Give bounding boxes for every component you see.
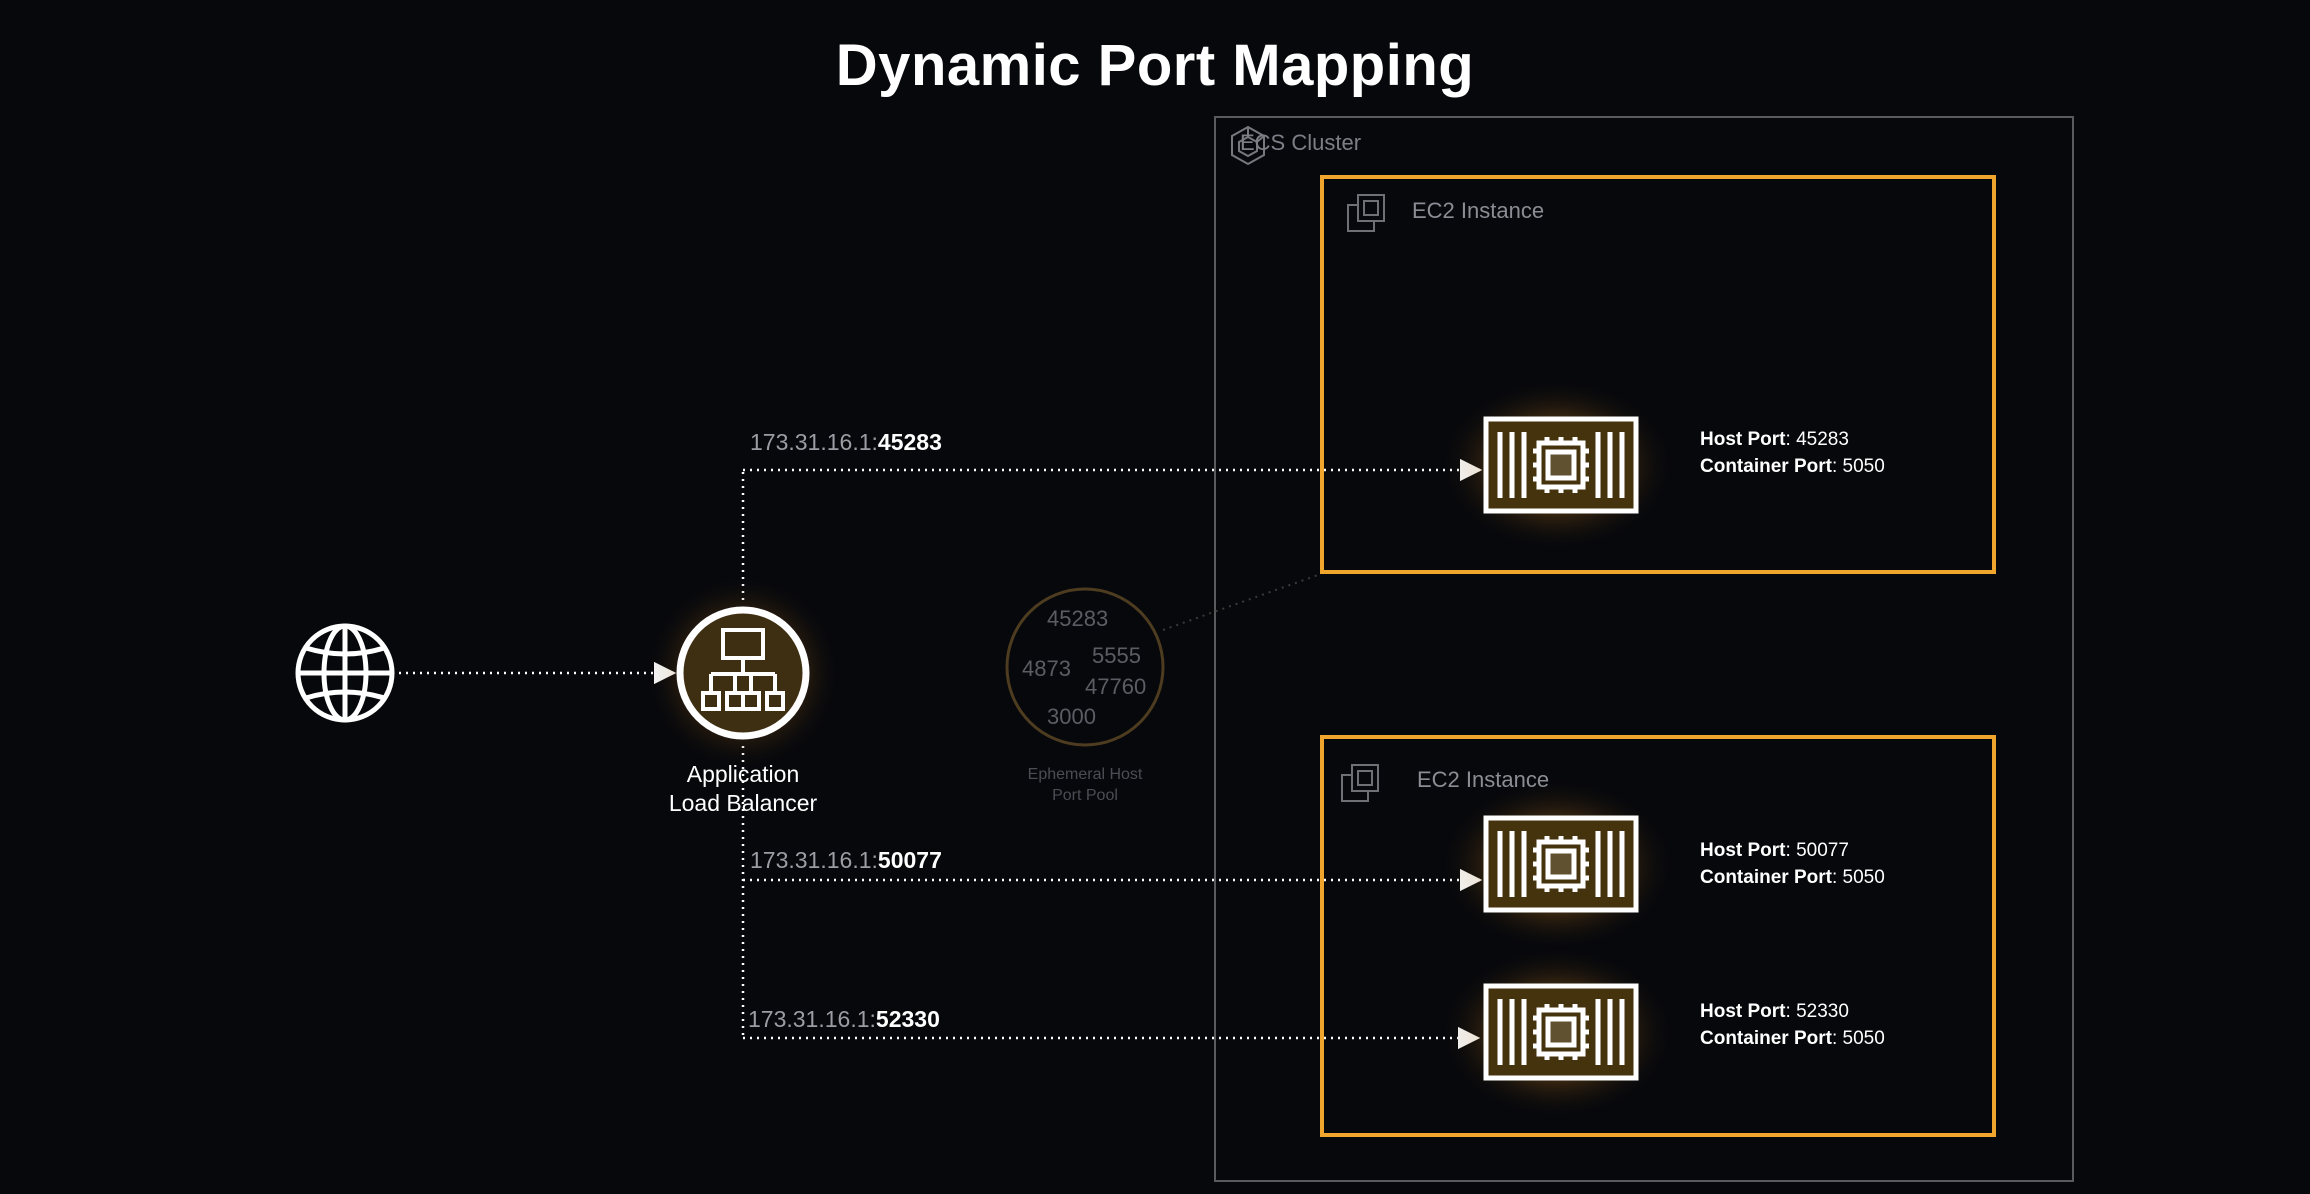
load-balancer-label-line1: Application: [686, 761, 800, 787]
load-balancer-label: Application Load Balancer: [600, 760, 886, 818]
pool-port: 47760: [1085, 674, 1147, 699]
pool-port: 45283: [1047, 606, 1109, 631]
ec2-instance-label: EC2 Instance: [1412, 198, 1545, 223]
container-icon: [1483, 815, 1639, 913]
container-port-label: Container Port: [1700, 1028, 1832, 1049]
container-icon: [1483, 416, 1639, 514]
host-port-label: Host Port: [1700, 429, 1786, 450]
route-ip: 173.31.16.1:: [750, 847, 878, 873]
diagram-title: Dynamic Port Mapping: [835, 33, 1475, 98]
ecs-cluster-label: ECS Cluster: [1240, 130, 1362, 155]
container-port-info: Host Port: 45283 Container Port: 5050: [1700, 426, 1885, 480]
port-pool-label-line2: Port Pool: [1052, 787, 1118, 804]
host-port-label: Host Port: [1700, 840, 1786, 861]
ec2-instance-icon: [1341, 764, 1379, 802]
route-address: 173.31.16.1:45283: [750, 429, 942, 456]
port-pool-circle: [1005, 587, 1165, 747]
load-balancer-label-line2: Load Balancer: [668, 790, 818, 816]
load-balancer-icon: [676, 606, 810, 740]
container-icon: [1483, 983, 1639, 1081]
host-port-row: Host Port: 50077: [1700, 840, 1849, 861]
host-port-row: Host Port: 45283: [1700, 429, 1849, 450]
port-pool-label: Ephemeral Host Port Pool: [1000, 764, 1170, 806]
container-port-row: Container Port: 5050: [1700, 1028, 1885, 1049]
route-ip: 173.31.16.1:: [750, 429, 878, 455]
ec2-instance-icon: [1347, 194, 1385, 232]
container-port-row: Container Port: 5050: [1700, 456, 1885, 477]
pool-port: 3000: [1047, 704, 1096, 729]
pool-port: 5555: [1092, 643, 1141, 668]
container-port-value: 5050: [1842, 1028, 1885, 1049]
container-port-label: Container Port: [1700, 867, 1832, 888]
route-ip: 173.31.16.1:: [748, 1006, 876, 1032]
container-port-value: 5050: [1842, 456, 1885, 477]
globe-icon: [295, 623, 395, 723]
container-port-info: Host Port: 50077 Container Port: 5050: [1700, 837, 1885, 891]
ecs-cluster-icon: [1231, 125, 1265, 166]
route-address: 173.31.16.1:52330: [748, 1006, 940, 1033]
host-port-row: Host Port: 52330: [1700, 1001, 1849, 1022]
connectors: [392, 458, 1483, 1050]
host-port-value: 45283: [1796, 429, 1849, 450]
port-pool-link: [1162, 574, 1319, 631]
container-port-label: Container Port: [1700, 456, 1832, 477]
host-port-value: 52330: [1796, 1001, 1849, 1022]
container-port-info: Host Port: 52330 Container Port: 5050: [1700, 998, 1885, 1052]
ec2-instance-boundary-2: [1320, 735, 1996, 1137]
host-port-value: 50077: [1796, 840, 1849, 861]
host-port-label: Host Port: [1700, 1001, 1786, 1022]
ecs-cluster-boundary: [1214, 116, 2074, 1182]
port-pool-label-line1: Ephemeral Host: [1027, 766, 1143, 783]
container-port-value: 5050: [1842, 867, 1885, 888]
pool-port: 4873: [1022, 656, 1071, 681]
route-port: 52330: [875, 1006, 940, 1032]
ec2-instance-boundary-1: [1320, 175, 1996, 574]
route-port: 50077: [877, 847, 942, 873]
route-port: 45283: [877, 429, 942, 455]
ec2-instance-label: EC2 Instance: [1417, 767, 1550, 792]
container-port-row: Container Port: 5050: [1700, 867, 1885, 888]
route-address: 173.31.16.1:50077: [750, 847, 942, 874]
